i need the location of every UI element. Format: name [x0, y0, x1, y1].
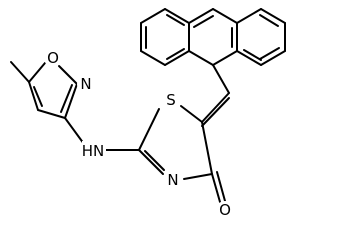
bond-line-11 [212, 8, 238, 24]
bond-line-15 [193, 15, 214, 28]
bond-line-3 [140, 50, 166, 66]
bond-line-29 [138, 108, 160, 151]
bond-line-6 [164, 8, 190, 24]
bond-line-42 [28, 81, 39, 111]
bond-line-40 [58, 65, 78, 85]
atom-label-amine-nh: HN [82, 142, 105, 160]
bond-line-27 [201, 97, 230, 127]
bond-line-20 [260, 50, 286, 66]
bond-line-17 [236, 8, 262, 24]
bond-line-23 [259, 47, 280, 60]
chemical-structure-diagram: O N HN S N O [10, 8, 286, 219]
bond-line-35 [216, 171, 226, 202]
atom-label-thiazole-sulfur: S [166, 91, 176, 109]
bond-line-8 [166, 14, 185, 26]
bond-line-44 [37, 109, 66, 119]
bond-line-22 [259, 14, 279, 27]
atom-labels: O N HN S N O [44, 49, 234, 219]
bond-line-4 [164, 50, 190, 66]
atom-label-carbonyl-oxygen: O [219, 201, 231, 219]
bond-line-34 [211, 173, 221, 203]
bond-line-41 [28, 62, 46, 83]
bond-line-13 [212, 50, 238, 66]
bond-line-24 [243, 49, 262, 61]
bond-line-39 [60, 84, 73, 113]
bond-line-9 [166, 48, 185, 60]
bond-line-32 [183, 173, 213, 180]
atom-isoxazole-oxygen: O [44, 49, 62, 67]
bond-line-33 [201, 121, 213, 175]
atom-label-thiazole-nitrogen: N [167, 171, 178, 189]
bond-line-37 [64, 117, 85, 145]
atom-carbonyl-oxygen: O [216, 201, 234, 219]
bond-line-43 [33, 86, 43, 107]
bond-line-45 [10, 61, 30, 83]
atom-label-isoxazole-oxygen: O [47, 49, 59, 67]
bond-line-25 [212, 64, 230, 94]
bond-line-18 [260, 8, 286, 24]
bond-line-28 [180, 105, 203, 123]
bond-line-38 [64, 83, 78, 119]
bond-lines [10, 8, 286, 203]
atom-label-isoxazole-nitrogen: N [80, 75, 91, 93]
atom-isoxazole-nitrogen: N [77, 75, 95, 93]
atom-thiazole-nitrogen: N [164, 171, 182, 189]
bond-line-1 [140, 8, 166, 24]
bond-line-21 [236, 50, 262, 66]
bond-line-30 [138, 149, 164, 175]
bond-line-14 [188, 50, 214, 66]
bond-line-26 [201, 92, 230, 123]
bond-line-10 [188, 8, 214, 24]
bond-line-31 [144, 150, 165, 171]
atom-amine-nh: HN [82, 141, 106, 160]
atom-thiazole-sulfur: S [162, 91, 180, 109]
